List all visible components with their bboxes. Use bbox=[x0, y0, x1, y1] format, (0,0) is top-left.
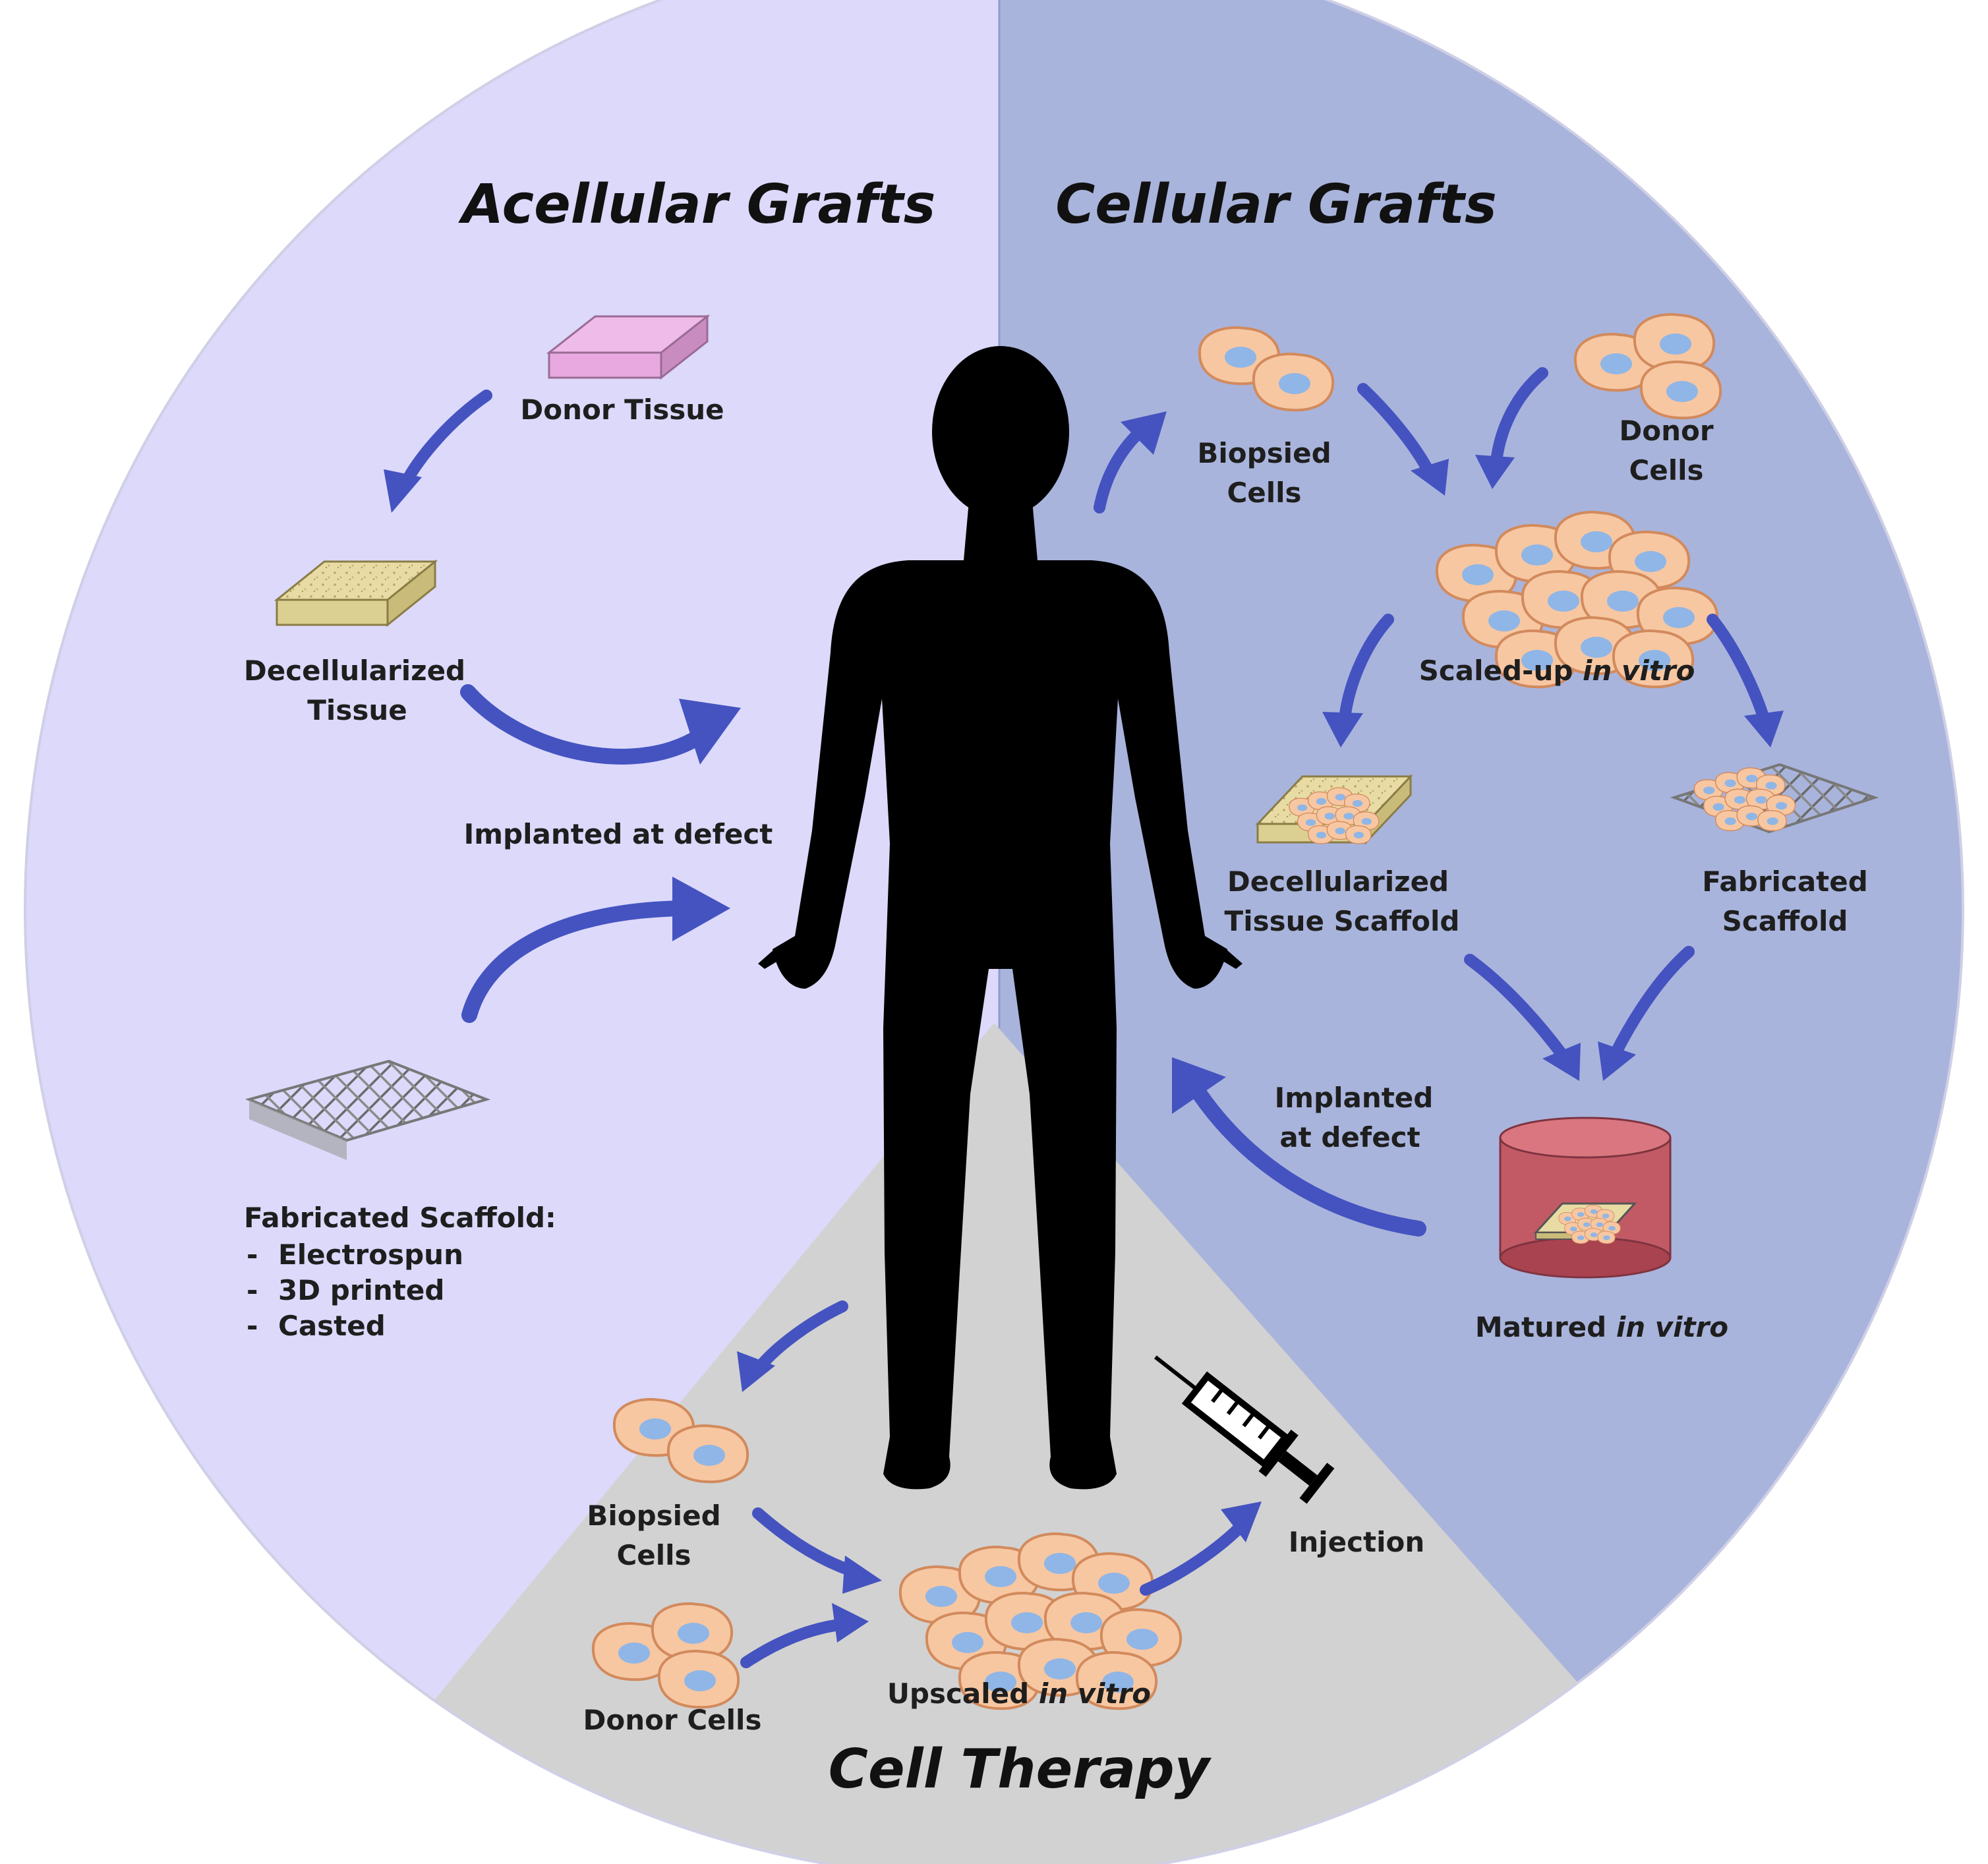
arrowhead-12 bbox=[737, 1351, 775, 1392]
arrowhead-2 bbox=[679, 699, 741, 765]
cell-therapy-title: Cell Therapy bbox=[829, 1738, 1212, 1801]
arrow-decell-to-body bbox=[460, 684, 707, 765]
decellularized-label-line2: Tissue bbox=[307, 694, 407, 726]
arrow-scaled-to-decell bbox=[1339, 614, 1394, 724]
cg-implanted-line1: Implanted bbox=[1275, 1082, 1434, 1114]
arrow-upscaled-to-injection bbox=[1140, 1517, 1250, 1596]
fab-item-3d-printed: 3D printed bbox=[278, 1274, 444, 1306]
arrowhead-6 bbox=[1475, 455, 1515, 489]
arrowhead-14 bbox=[832, 1603, 869, 1643]
arrowheads bbox=[384, 411, 1784, 1643]
arrowhead-1 bbox=[384, 469, 422, 513]
decell-scaffold-line2: Tissue Scaffold bbox=[1225, 905, 1460, 937]
donor-tissue-label: Donor Tissue bbox=[520, 393, 724, 426]
arrowhead-15 bbox=[1221, 1501, 1262, 1542]
arrow-ct-donor-to-upscaled bbox=[740, 1618, 850, 1668]
injection-label: Injection bbox=[1289, 1526, 1425, 1558]
arrowhead-9 bbox=[1542, 1043, 1581, 1081]
fab-bullet-2: - bbox=[247, 1274, 258, 1306]
ct-donor-cells-label: Donor Cells bbox=[583, 1704, 762, 1736]
arrowhead-8 bbox=[1744, 711, 1784, 747]
decellularized-tissue-icon bbox=[274, 559, 438, 627]
implanted-label: Implanted at defect bbox=[464, 818, 773, 850]
ct-biopsied-line2: Cells bbox=[616, 1539, 691, 1571]
arrowhead-10 bbox=[1598, 1041, 1636, 1081]
arrowhead-7 bbox=[1322, 712, 1363, 747]
syringe-icon bbox=[1154, 1355, 1335, 1504]
fab-bullet-3: - bbox=[247, 1310, 258, 1342]
upscaled-label: Upscaled in vitro bbox=[887, 1677, 1151, 1710]
cg-biopsied-line2: Cells bbox=[1227, 477, 1301, 509]
arrow-biopsied-to-scaled bbox=[1357, 383, 1436, 481]
cg-donor-line1: Donor bbox=[1619, 415, 1713, 447]
arrow-donor-to-scaled bbox=[1490, 367, 1548, 467]
arrow-fab-to-matured bbox=[1609, 946, 1695, 1061]
fabricated-scaffold-cells-icon bbox=[1670, 763, 1879, 834]
cg-donor-line2: Cells bbox=[1629, 454, 1703, 486]
arrow-scaled-to-fab bbox=[1707, 614, 1770, 724]
fab-item-casted: Casted bbox=[278, 1310, 386, 1342]
arrow-matured-to-body bbox=[1192, 1086, 1426, 1237]
decellularized-label-line1: Decellularized bbox=[244, 655, 465, 687]
fab-item-electrospun: Electrospun bbox=[278, 1238, 463, 1271]
donor-tissue-icon bbox=[546, 314, 711, 380]
decell-tissue-scaffold-icon bbox=[1255, 774, 1413, 845]
matured-label: Matured in vitro bbox=[1475, 1311, 1728, 1343]
circle-outline bbox=[24, 0, 1964, 1864]
scaled-up-label: Scaled-up in vitro bbox=[1419, 655, 1695, 687]
fab-scaffold-line2: Scaffold bbox=[1722, 905, 1848, 937]
human-silhouette-icon bbox=[758, 346, 1242, 1490]
arrow-fab-to-body bbox=[461, 900, 693, 1023]
fab-scaffold-line1: Fabricated bbox=[1702, 865, 1868, 898]
arrowhead-5 bbox=[1411, 459, 1449, 496]
arrowhead-13 bbox=[842, 1556, 882, 1594]
arrowhead-4 bbox=[1121, 411, 1167, 455]
acellular-title: Acellular Grafts bbox=[458, 173, 936, 236]
ct-biopsied-line1: Biopsied bbox=[587, 1500, 720, 1532]
fab-scaffold-title: Fabricated Scaffold: bbox=[244, 1202, 556, 1234]
bioreactor-icon bbox=[1499, 1117, 1672, 1279]
fabricated-scaffold-icon bbox=[245, 1059, 491, 1160]
cg-implanted-line2: at defect bbox=[1279, 1121, 1420, 1153]
decell-scaffold-line1: Decellularized bbox=[1227, 865, 1449, 898]
cg-biopsied-line1: Biopsied bbox=[1197, 437, 1331, 469]
cellular-title: Cellular Grafts bbox=[1055, 173, 1497, 236]
arrowhead-11 bbox=[1172, 1057, 1226, 1114]
arrowhead-3 bbox=[672, 877, 730, 941]
fab-bullet-1: - bbox=[247, 1238, 258, 1271]
arrow-decell-to-matured bbox=[1464, 954, 1568, 1061]
